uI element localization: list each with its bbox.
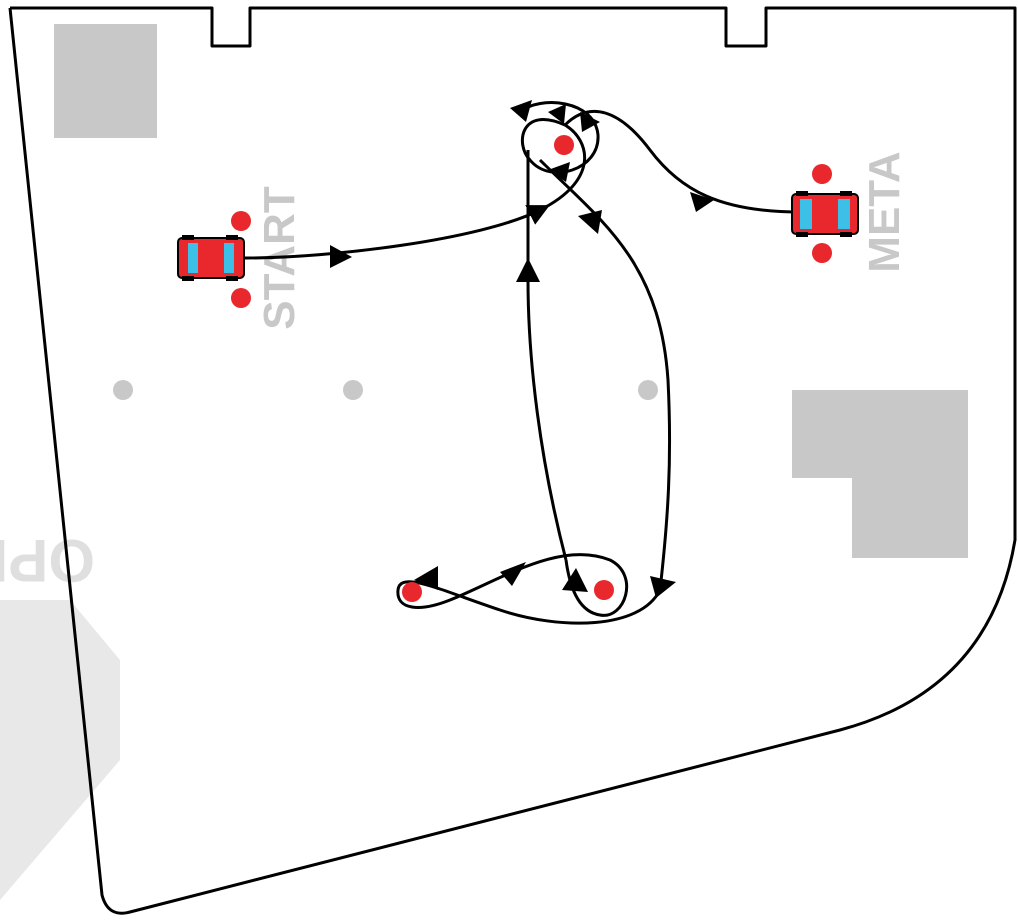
driving-path [244,101,801,625]
cone-icon [812,164,832,184]
path-bottom-loop [396,553,662,625]
grey-dot-3 [638,380,658,400]
cone-icon [231,288,251,308]
arena-boundary [8,6,1017,915]
arrowhead-icon [414,566,438,590]
arrowhead-icon [330,245,352,268]
path-bottom-to-top [526,150,568,561]
path-top-to-finish [563,109,801,214]
finish-car-icon [791,191,859,237]
arrowhead-icon [578,210,602,234]
arrowhead-icon [580,112,600,132]
cone-icon [402,582,422,602]
arrowheads [330,100,714,598]
path-top-to-bottom-right [538,158,672,591]
cone-icon [594,580,614,600]
cone-icon [812,243,832,263]
arrowhead-icon [548,104,566,124]
grey-block-top-left [54,24,157,138]
path-top-loop [519,101,600,174]
path-start-to-top [244,123,586,260]
cone-icon [554,135,574,155]
grey-dot-1 [113,380,133,400]
arrowhead-icon [516,258,540,282]
arrowhead-icon [650,576,676,598]
grey-block-right [792,390,968,558]
arrowhead-icon [500,562,526,586]
grey-dot-2 [343,380,363,400]
start-car-icon [177,235,245,281]
watermark-text: OPI [0,527,95,594]
arrowhead-icon [510,100,532,122]
watermark: OPI [0,527,120,900]
cone-icon [231,211,251,231]
arrowhead-icon [562,568,588,592]
arrowhead-icon [690,192,714,212]
arrowhead-icon [548,162,570,182]
cones [231,135,832,602]
finish-label: META [860,151,909,272]
